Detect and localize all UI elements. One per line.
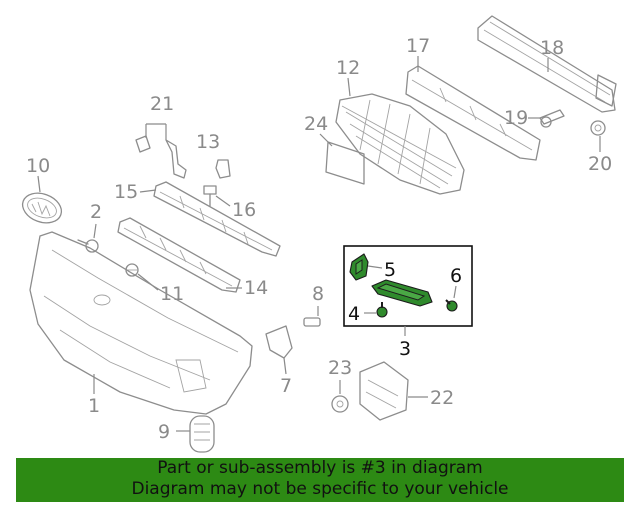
callout-20: 20: [588, 153, 612, 175]
callout-6: 6: [450, 265, 462, 287]
grille-molding-15: [153, 181, 281, 257]
callout-10: 10: [26, 155, 50, 177]
part-info-banner: Part or sub-assembly is #3 in diagram Di…: [16, 458, 624, 502]
callout-2: 2: [90, 201, 102, 223]
clip-13: [215, 159, 231, 179]
bolt-8: [303, 317, 321, 327]
callout-12: 12: [336, 57, 360, 79]
callout-22: 22: [430, 387, 454, 409]
callout-8: 8: [312, 283, 324, 305]
callout-17: 17: [406, 35, 430, 57]
bracket-21: [135, 135, 187, 179]
callout-9: 9: [158, 421, 170, 443]
callout-3: 3: [399, 338, 411, 360]
bolt-19: [539, 109, 565, 128]
callout-5: 5: [384, 259, 396, 281]
callout-16: 16: [232, 199, 256, 221]
banner-line-1: Part or sub-assembly is #3 in diagram: [157, 458, 483, 478]
callout-24: 24: [304, 113, 328, 135]
callout-13: 13: [196, 131, 220, 153]
callout-18: 18: [540, 37, 564, 59]
kia-emblem: [21, 192, 63, 224]
banner-line-2: Diagram may not be specific to your vehi…: [131, 479, 509, 499]
reinforcement-bar: [477, 15, 617, 113]
callout-4: 4: [348, 303, 360, 325]
callout-21: 21: [150, 93, 174, 115]
bolt-16: [203, 185, 217, 207]
callout-7: 7: [280, 375, 292, 397]
bumper-cover: [29, 231, 253, 415]
radiator-grille: [335, 93, 465, 195]
emblem-plate: [325, 141, 365, 185]
callout-15: 15: [114, 181, 138, 203]
bracket-7: [265, 325, 293, 359]
lower-grille-14: [117, 217, 241, 293]
nut-20: [590, 120, 606, 136]
bracket-5: [349, 253, 369, 281]
grommet-9: [189, 415, 215, 453]
parts-diagram: 18 17 12 24 19 20 21 13: [21, 15, 617, 453]
callout-19: 19: [504, 107, 528, 129]
callout-14: 14: [244, 277, 268, 299]
callout-1: 1: [88, 395, 100, 417]
callout-11: 11: [160, 283, 184, 305]
bolt-6: [445, 299, 458, 312]
bolt-2: [77, 239, 99, 253]
radar-sensor-22: [359, 361, 409, 421]
bolt-4: [376, 302, 388, 318]
nut-23: [331, 395, 349, 413]
callout-23: 23: [328, 357, 352, 379]
mounting-bracket-3: [371, 279, 433, 307]
